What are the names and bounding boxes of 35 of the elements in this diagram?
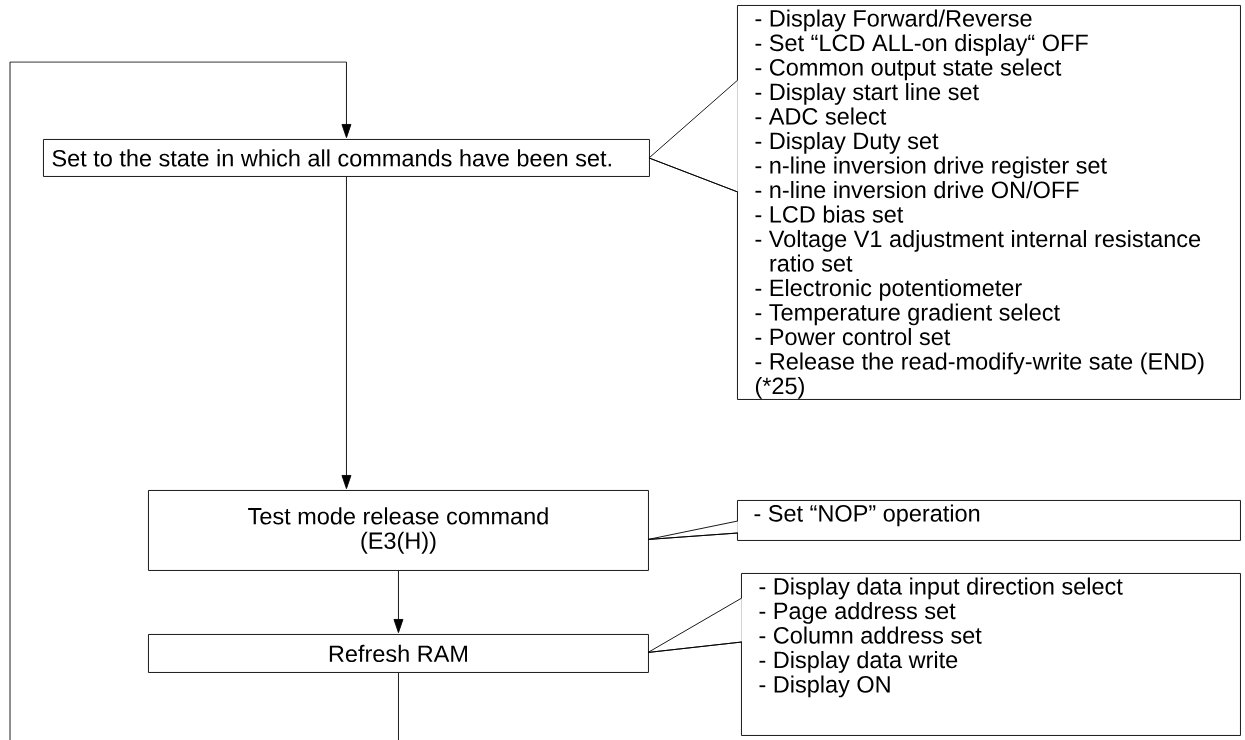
list-item: - Common output state select [755, 58, 1062, 81]
callout-box [736, 5, 1241, 400]
list-item: - Display start line set [755, 82, 979, 105]
step-text: Test mode release command [248, 507, 548, 525]
list-item: - n-line inversion drive register set [755, 156, 1107, 179]
list-item: (*25) [755, 376, 804, 399]
list-item: - Display data write [759, 650, 958, 673]
step-text: Refresh RAM [329, 644, 467, 663]
process-box [148, 490, 649, 571]
callout-box [736, 500, 1241, 541]
list-item: - Display data input direction select [759, 577, 1123, 600]
list-item: - Set “LCD ALL-on display“ OFF [755, 33, 1088, 56]
callout-box [740, 573, 1241, 736]
arrow [9, 61, 352, 740]
list-item: - LCD bias set [755, 205, 904, 223]
step-text: Set to the state in which all commands have been set. [52, 149, 611, 167]
list-item: - Column address set [759, 626, 982, 644]
step-text: (E3(H)) [361, 531, 436, 554]
arrow [393, 570, 404, 634]
line [398, 672, 399, 740]
list-item: - n-line inversion drive ON/OFF [755, 180, 1079, 199]
process-box [43, 139, 650, 177]
list-item: - Temperature gradient select [755, 303, 1060, 326]
list-item: - Display Duty set [755, 131, 939, 154]
list-item: - Page address set [759, 601, 956, 624]
list-item: - Release the read-modify-write sate (END) [755, 352, 1204, 375]
list-item: - Display Forward/Reverse [755, 9, 1032, 32]
list-item: - Electronic potentiometer [755, 278, 1022, 301]
list-item: - Display ON [759, 675, 890, 698]
list-item: - Power control set [755, 327, 951, 346]
list-item: - Voltage V1 adjustment internal resistance ratio set [755, 229, 1201, 272]
list-item: - Set “NOP” operation [754, 504, 980, 527]
arrow [341, 176, 352, 490]
process-box [148, 634, 649, 673]
list-item: - ADC select [755, 107, 887, 125]
